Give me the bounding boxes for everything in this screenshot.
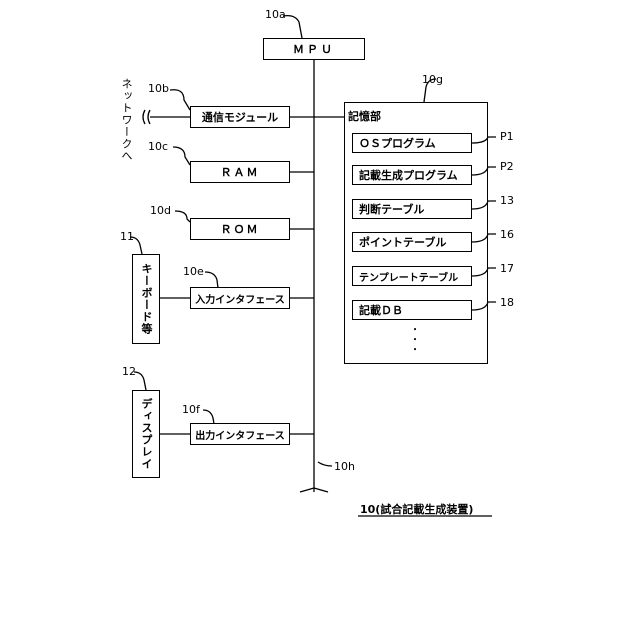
input-interface-box: 入力インタフェース [190,287,290,309]
storage-title: 記憶部 [348,108,381,124]
ref-16: 16 [500,228,514,241]
display-label: ディスプレイ [138,398,154,470]
ref-p2: P2 [500,160,514,173]
storage-item-os: ＯＳプログラム [352,133,472,153]
network-label: ネットワークへ [118,78,134,162]
ref-13: 13 [500,194,514,207]
output-interface-box: 出力インタフェース [190,423,290,445]
display-ref-label: 12 [122,365,136,378]
ref-p1: P1 [500,130,514,143]
bus-ref-label: 10h [334,460,355,473]
storage-item-db: 記載ＤＢ [352,300,472,320]
rom-box: ＲＯＭ [190,218,290,240]
keyboard-box: キーボード等 [132,254,160,344]
mpu-box: ＭＰＵ [263,38,365,60]
storage-item-judge-table: 判断テーブル [352,199,472,219]
ram-box: ＲＡＭ [190,161,290,183]
figure-caption: 10(試合記載生成装置) [360,501,473,517]
comm-ref-label: 10b [148,82,169,95]
storage-ellipsis: ・ ・ ・ [410,326,420,356]
input-ref-label: 10e [183,265,204,278]
storage-item-point-table: ポイントテーブル [352,232,472,252]
rom-ref-label: 10d [150,204,171,217]
output-ref-label: 10f [182,403,200,416]
keyboard-ref-label: 11 [120,230,134,243]
comm-module-box: 通信モジュール [190,106,290,128]
ref-17: 17 [500,262,514,275]
keyboard-label: キーボード等 [138,263,154,335]
storage-ref-label: 10g [422,73,443,86]
mpu-ref-label: 10a [265,8,286,21]
ram-ref-label: 10c [148,140,168,153]
storage-item-template-table: テンプレートテーブル [352,266,472,286]
display-box: ディスプレイ [132,390,160,478]
ref-18: 18 [500,296,514,309]
storage-item-gen-program: 記載生成プログラム [352,165,472,185]
